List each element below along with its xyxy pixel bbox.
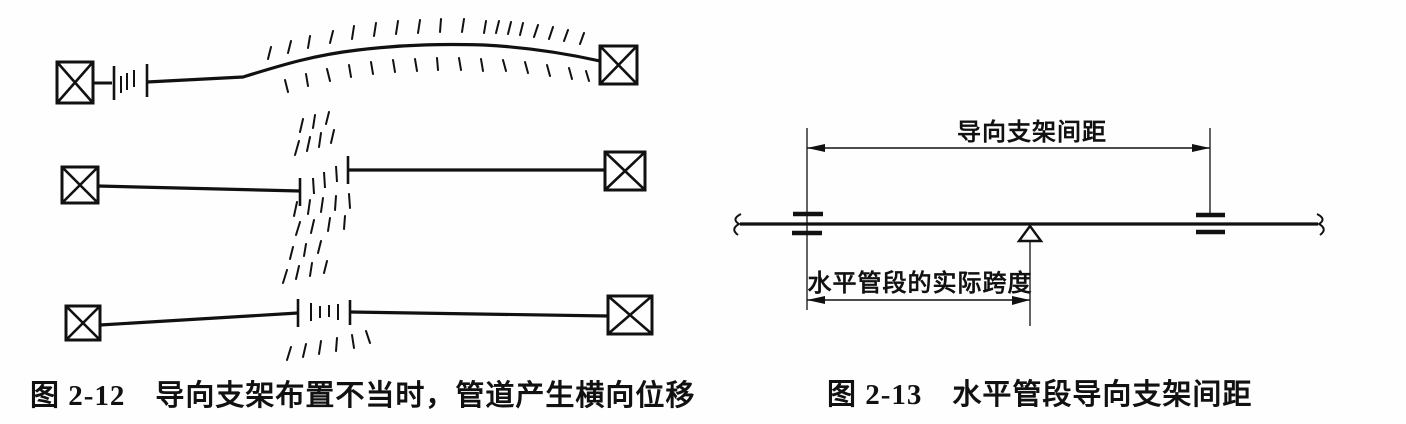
hatch-marks [294, 111, 335, 156]
anchor-icon [603, 150, 647, 192]
arrowhead-icon [807, 144, 825, 152]
pipe-break-mark [1316, 213, 1325, 236]
arrowhead-icon [1012, 296, 1030, 305]
top-dimension: 导向支架间距 [807, 118, 1210, 152]
pipe-row-kinked [64, 240, 654, 361]
hatch-marks [286, 330, 371, 361]
top-dimension-label: 导向支架间距 [957, 118, 1107, 146]
guide-support-icon [1196, 212, 1225, 235]
figure-2-13-caption: 图 2-13 水平管段导向支架间距 [827, 377, 1252, 411]
figure-2-13: 导向支架间距 水平管段的实际跨度 图 2-13 水平管段导向支架间距 [733, 118, 1325, 411]
pipe-line [349, 310, 609, 318]
hatch-marks [267, 18, 585, 60]
pipe-row-bowed [55, 18, 639, 105]
joint-ticks [312, 165, 338, 195]
arrowhead-icon [807, 296, 825, 304]
anchor-icon [64, 304, 102, 342]
pipe-row-offset [60, 111, 647, 236]
pipe-line [97, 184, 301, 193]
arrowhead-icon [1192, 144, 1210, 152]
hatch-marks [282, 240, 328, 284]
bottom-dimension: 水平管段的实际跨度 [807, 269, 1033, 305]
hatch-marks [284, 57, 590, 93]
support-triangle-icon [1016, 223, 1044, 243]
figure-2-12-caption: 图 2-12 导向支架布置不当时，管道产生横向位移 [30, 378, 695, 412]
bottom-dimension-label: 水平管段的实际跨度 [808, 269, 1033, 297]
hatch-marks [293, 193, 351, 236]
anchor-icon [598, 44, 639, 86]
expansion-joint-icon [296, 299, 352, 327]
anchor-icon [55, 60, 95, 105]
expansion-joint-icon [112, 64, 149, 100]
pipe-break-mark [733, 213, 742, 236]
pipe-line [146, 42, 601, 84]
anchor-icon [60, 165, 100, 205]
anchor-icon [606, 294, 654, 336]
figure-2-12: 图 2-12 导向支架布置不当时，管道产生横向位移 [30, 18, 695, 412]
pipe-line [99, 311, 299, 327]
